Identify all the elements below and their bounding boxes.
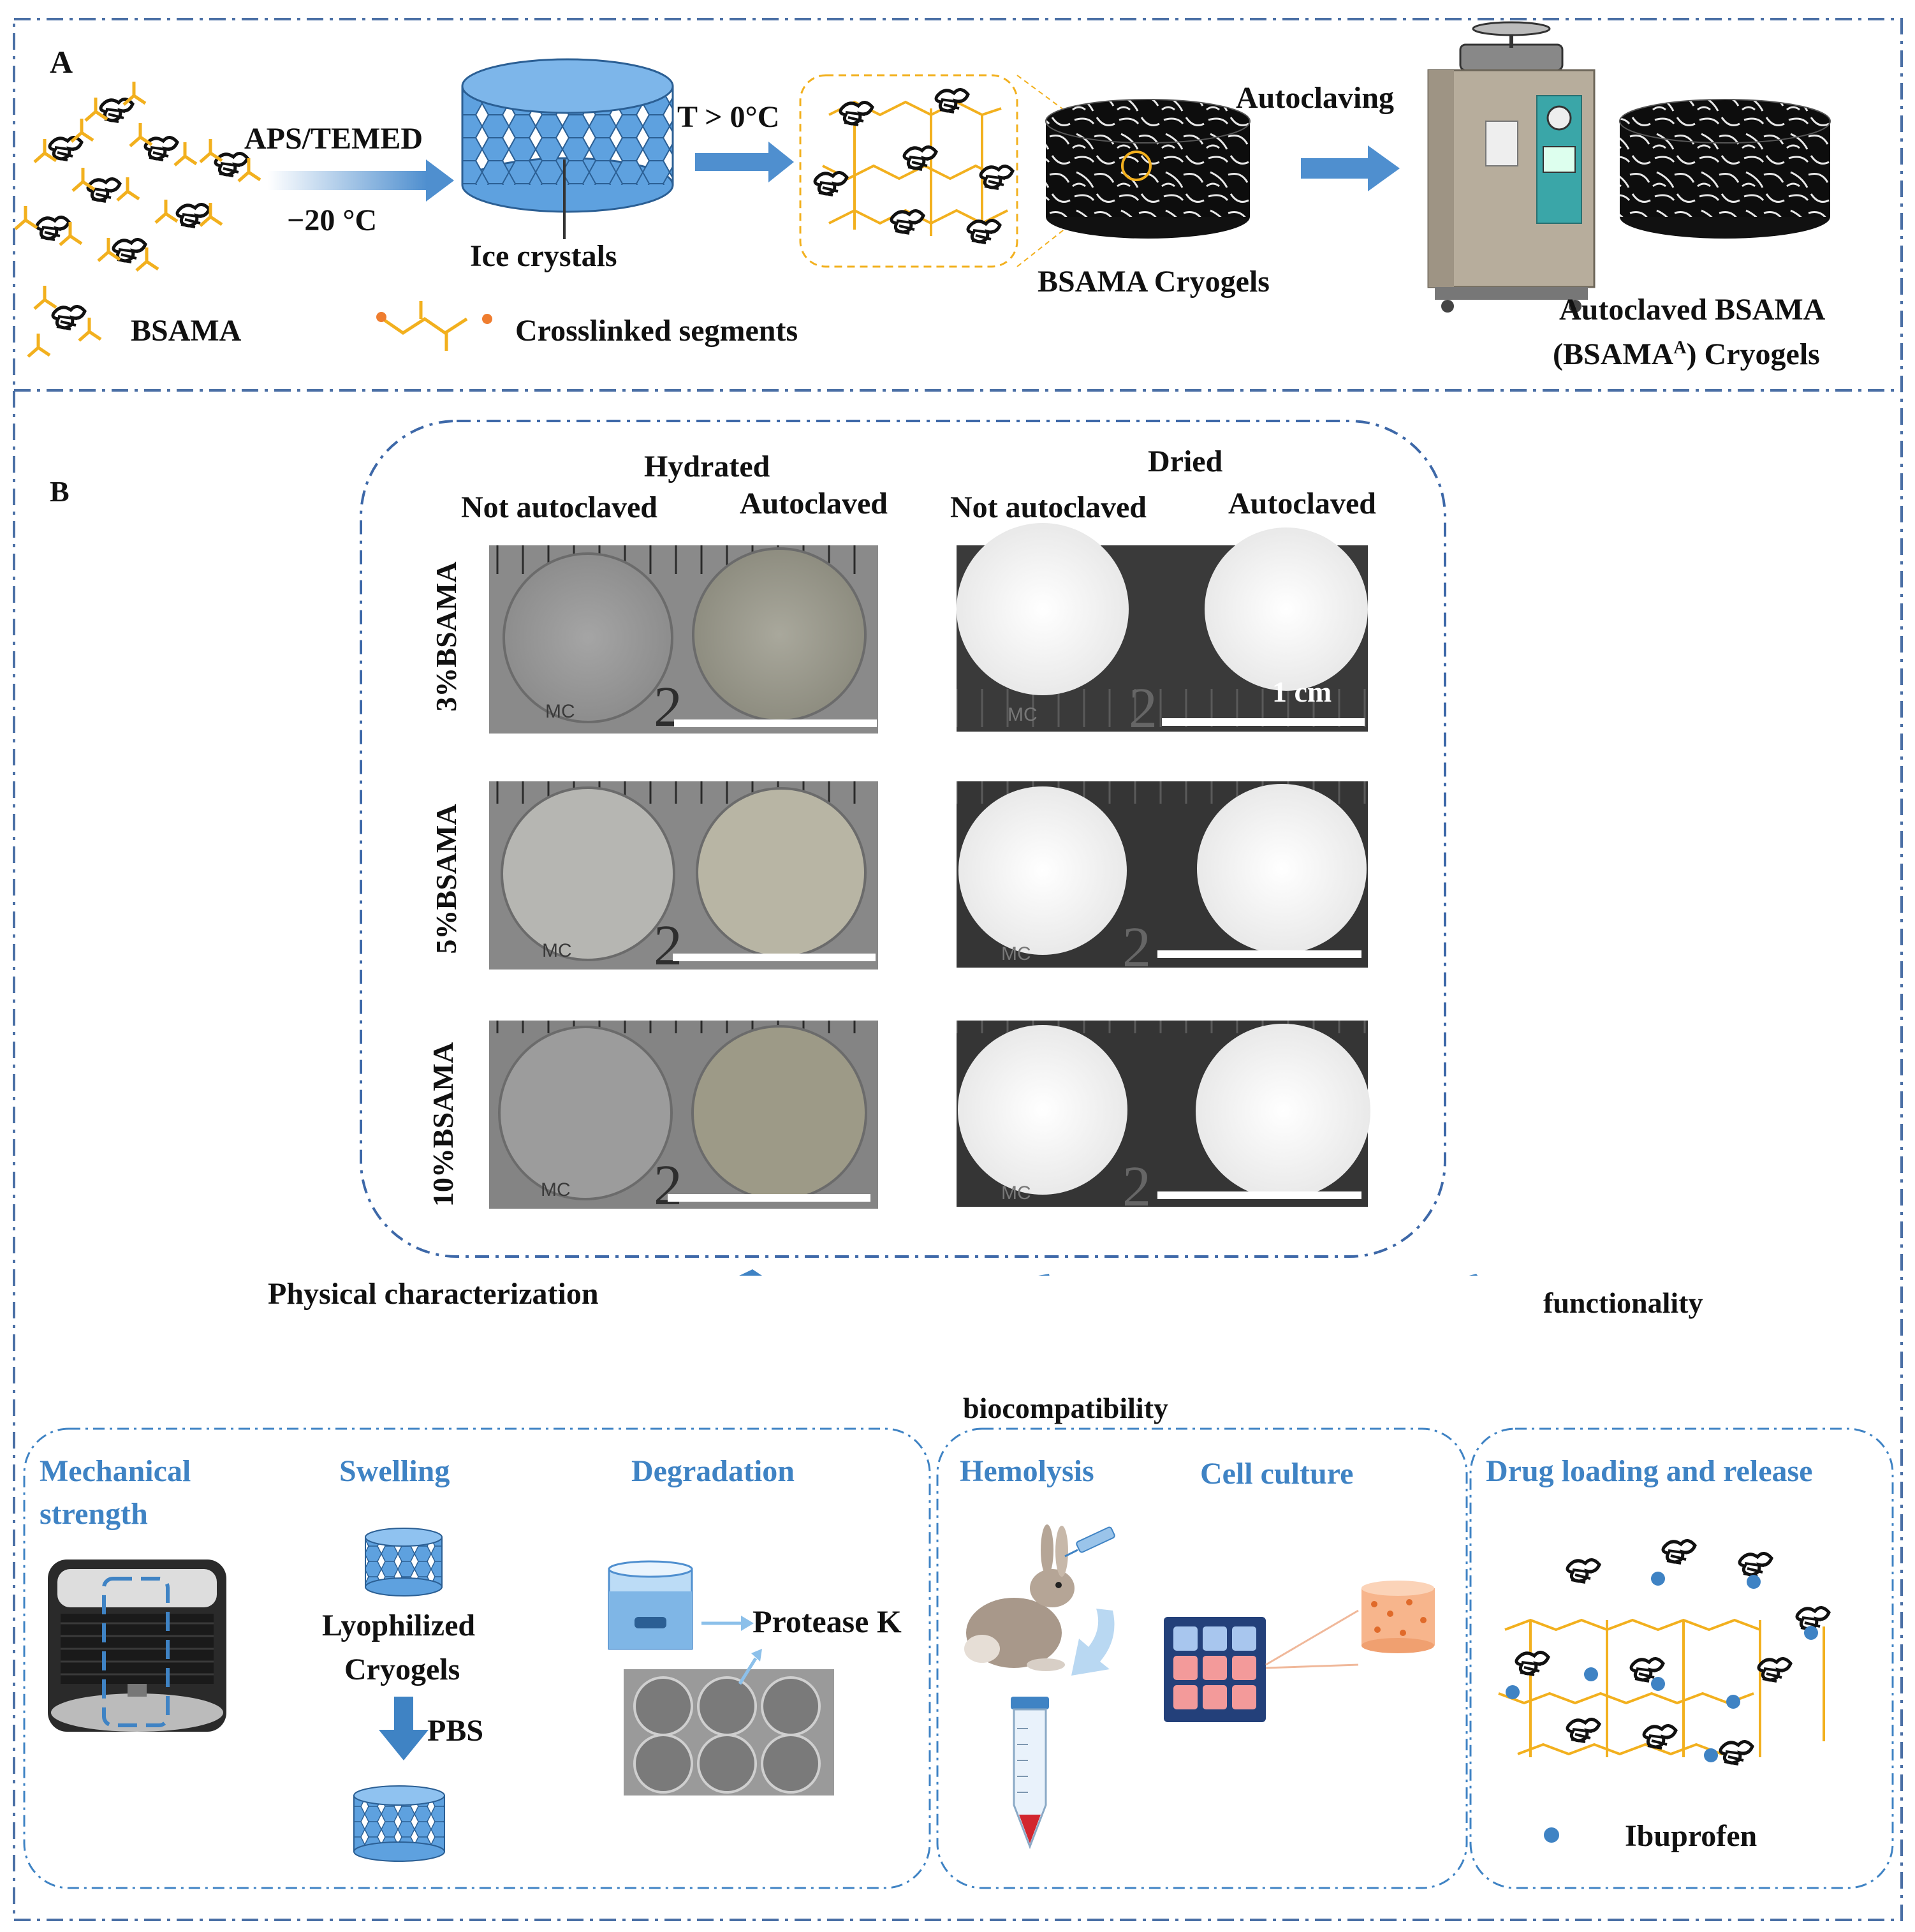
- bio-box: [936, 1427, 1468, 1889]
- col-hydrated-not-autoclaved: Not autoclaved: [461, 490, 657, 524]
- scale-bar: [1162, 718, 1365, 726]
- down-left-arrow: [1071, 1609, 1115, 1676]
- drug-network-proteins: [1516, 1540, 1829, 1764]
- legend-crosslink-label: Crosslinked segments: [515, 314, 798, 348]
- ruler-mark-mc: MC: [542, 940, 572, 961]
- hemolysis-title: Hemolysis: [960, 1454, 1094, 1488]
- legend-bsama-label: BSAMA: [131, 314, 242, 348]
- ruler-mark-2: 2: [654, 914, 682, 977]
- ruler-mark-mc: MC: [1001, 943, 1031, 964]
- panel-a-label: A: [50, 44, 73, 80]
- ruler-mark-2: 2: [1122, 916, 1151, 979]
- ruler-mark-mc: MC: [1001, 1183, 1031, 1204]
- ibuprofen-dots: [1506, 1572, 1818, 1762]
- panel-a-graphics: [0, 21, 1831, 395]
- autoclaved-label-line1: Autoclaved BSAMA: [1559, 293, 1826, 327]
- drug-title: Drug loading and release: [1486, 1454, 1813, 1488]
- protease-label: Protease K: [752, 1604, 902, 1639]
- col-dried-autoclaved: Autoclaved: [1228, 487, 1376, 520]
- scaffold-cell-icon: [1361, 1581, 1435, 1653]
- autoclaved-label-line2: (BSAMAA) Cryogels: [1553, 337, 1820, 371]
- swelling-title: Swelling: [339, 1454, 450, 1488]
- ruler-mark-2: 2: [654, 1154, 682, 1217]
- branch-biocompatibility-label: biocompatibility: [963, 1392, 1169, 1424]
- photo-dried-3: MC 2 1 cm: [957, 523, 1368, 740]
- lyophilized-label-line1: Lyophilized: [322, 1609, 476, 1642]
- pbs-label: PBS: [427, 1714, 484, 1748]
- arrow-physical: [739, 1269, 762, 1276]
- col-hydrated-autoclaved: Autoclaved: [740, 487, 888, 520]
- ice-crystals-label: Ice crystals: [470, 239, 617, 273]
- photo-dried-10: MC 2: [957, 1021, 1370, 1218]
- arrow-biocompatibility: [1038, 1274, 1050, 1276]
- reagent-label: APS/TEMED: [244, 122, 423, 156]
- cryogel-label: BSAMA Cryogels: [1038, 265, 1270, 299]
- ruler-mark-2: 2: [654, 675, 682, 739]
- scale-bar: [674, 719, 877, 727]
- legend-crosslink-icon: [376, 301, 492, 351]
- ibuprofen-legend-dot: [1544, 1827, 1559, 1843]
- ibuprofen-label: Ibuprofen: [1625, 1819, 1757, 1853]
- degradation-title: Degradation: [631, 1454, 795, 1488]
- mechanical-tester-photo: [48, 1560, 226, 1732]
- col-dried-not-autoclaved: Not autoclaved: [950, 490, 1147, 524]
- arrow-functionality: [1469, 1274, 1478, 1276]
- degradation-vial-icon: [608, 1560, 754, 1650]
- mechanical-title-line2: strength: [40, 1497, 148, 1531]
- syringe-icon: [1064, 1526, 1115, 1558]
- lyophilized-cylinder-icon: [365, 1528, 443, 1596]
- scale-bar: [668, 1194, 870, 1202]
- dried-header: Dried: [1148, 445, 1223, 478]
- ruler-mark-2: 2: [1129, 677, 1157, 740]
- arrow-polymerize: [268, 159, 454, 202]
- arrow-autoclave: [1301, 145, 1400, 191]
- ruler-mark-2: 2: [1122, 1155, 1151, 1218]
- branch-functionality-label: functionality: [1543, 1287, 1703, 1319]
- ice-cylinder: [461, 58, 674, 239]
- ruler-mark-mc: MC: [545, 701, 575, 722]
- well-plate-photo: [624, 1649, 834, 1796]
- ruler-mark-mc: MC: [1008, 704, 1038, 725]
- freeze-temp-label: −20 °C: [287, 203, 378, 237]
- cell-culture-plate-icon: [1164, 1609, 1359, 1722]
- photo-grid: MC 2 MC 2 1 cm MC 2 MC 2 M: [489, 523, 1478, 1276]
- branch-physical-label: Physical characterization: [268, 1277, 599, 1311]
- cell-culture-title: Cell culture: [1200, 1457, 1354, 1491]
- scale-bar: [673, 954, 876, 961]
- autoclaved-cryogel-cylinder: [1619, 99, 1831, 239]
- thaw-temp-label: T > 0°C: [677, 100, 780, 134]
- physical-box: [23, 1427, 931, 1889]
- scale-bar: [1157, 950, 1361, 958]
- rabbit-icon: [964, 1524, 1075, 1671]
- branch-arrows: [739, 1269, 1478, 1276]
- autoclave-machine: [1427, 21, 1596, 313]
- photo-hydrated-5: MC 2: [489, 781, 878, 977]
- scale-label: 1 cm: [1272, 675, 1332, 708]
- outer-frame: [13, 18, 1903, 1921]
- function-box: [1469, 1427, 1894, 1889]
- panel-b-label: B: [50, 475, 70, 508]
- network-zoom-box: [799, 74, 1018, 268]
- mechanical-title-line1: Mechanical: [40, 1454, 191, 1488]
- cryogel-cylinder: [1045, 99, 1251, 239]
- arrow-thaw: [695, 142, 794, 182]
- photo-dried-5: MC 2: [957, 781, 1368, 979]
- lyophilized-label-line2: Cryogels: [344, 1653, 460, 1686]
- photo-grid-frame: [360, 420, 1446, 1258]
- centrifuge-tube-icon: [1011, 1697, 1049, 1850]
- hydrated-header: Hydrated: [644, 450, 770, 483]
- photo-hydrated-3: MC 2: [489, 545, 878, 739]
- autoclaving-label: Autoclaving: [1236, 81, 1395, 115]
- pbs-arrow: [379, 1697, 429, 1760]
- ruler-mark-mc: MC: [541, 1179, 571, 1200]
- scale-bar: [1157, 1191, 1361, 1199]
- swollen-cylinder-icon: [353, 1785, 445, 1862]
- photo-hydrated-10: MC 2: [489, 1021, 878, 1217]
